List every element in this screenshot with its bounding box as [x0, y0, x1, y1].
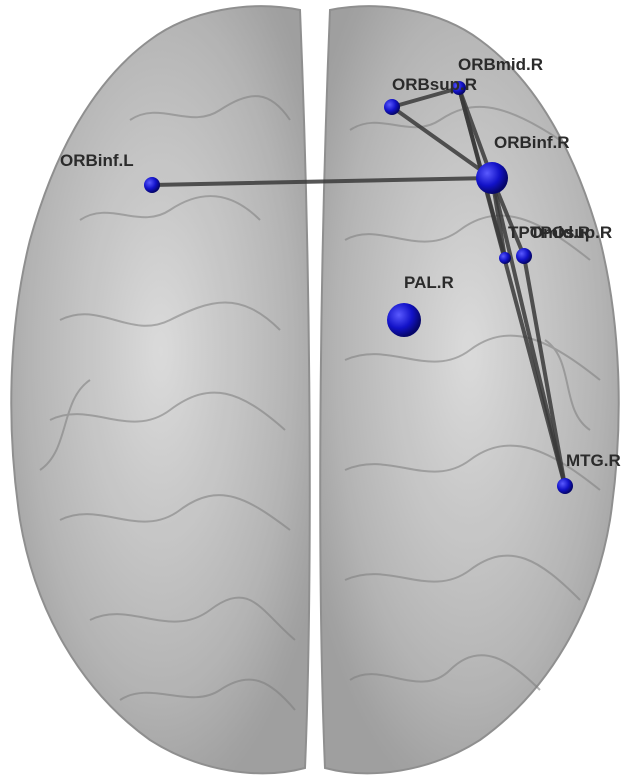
- label-TPOsup.R: TPOsup.R: [530, 223, 612, 242]
- node-TPOsup.R: [516, 248, 532, 264]
- gyrus-fold: [129, 95, 291, 121]
- edge-ORBsup.R-ORBmid.R: [390, 86, 461, 109]
- gyrus-fold: [39, 379, 91, 471]
- node-ORBinf.R: [476, 162, 508, 194]
- edge-ORBinf.L-ORBinf.R: [150, 176, 494, 187]
- gyrus-fold: [89, 596, 296, 641]
- gyrus-fold: [79, 195, 261, 221]
- edge-TPOsup.R-MTG.R: [522, 254, 567, 488]
- gyrus-fold: [59, 301, 281, 331]
- gyrus-fold: [344, 334, 601, 381]
- node-ORBinf.L: [144, 177, 160, 193]
- brain-surface: [10, 5, 620, 775]
- gyrus-fold: [544, 339, 591, 431]
- gyrus-fold: [119, 678, 296, 711]
- edge-ORBmid.R-MTG.R: [457, 86, 567, 488]
- label-ORBsup.R: ORBsup.R: [392, 75, 477, 94]
- region-nodes: [144, 81, 573, 494]
- gyrus-fold: [344, 214, 591, 261]
- gyrus-fold: [349, 105, 561, 141]
- label-MTG.R: MTG.R: [566, 451, 621, 470]
- right-hemisphere: [319, 5, 620, 775]
- label-ORBmid.R: ORBmid.R: [458, 55, 543, 74]
- gyrus-fold: [59, 494, 291, 531]
- node-PAL.R: [387, 303, 421, 337]
- gyrus-fold: [49, 391, 286, 431]
- label-PAL.R: PAL.R: [404, 273, 454, 292]
- label-ORBinf.L: ORBinf.L: [60, 151, 134, 170]
- node-TPOmid.R: [499, 252, 511, 264]
- gyrus-fold: [349, 654, 541, 691]
- node-MTG.R: [557, 478, 573, 494]
- left-hemisphere: [10, 5, 311, 775]
- edge-ORBsup.R-ORBinf.R: [390, 105, 494, 180]
- node-ORBmid.R: [452, 81, 466, 95]
- label-TPOmid.R: TPOmid.R: [508, 223, 590, 242]
- node-ORBsup.R: [384, 99, 400, 115]
- gyrus-fold: [344, 554, 581, 601]
- label-ORBinf.R: ORBinf.R: [494, 133, 570, 152]
